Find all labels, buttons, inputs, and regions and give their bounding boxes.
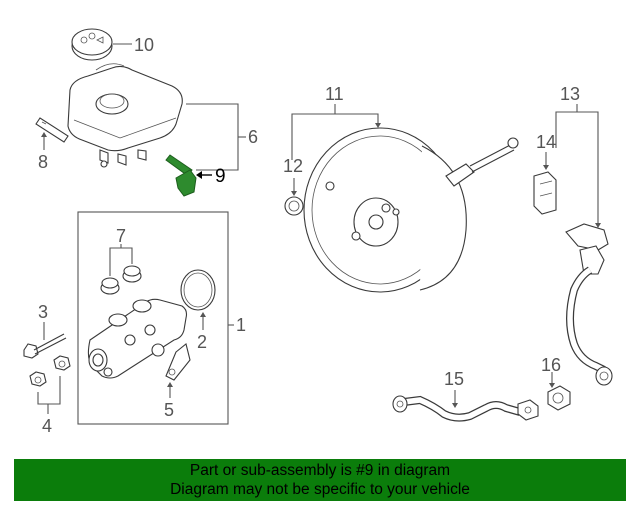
callout-8: 8 xyxy=(38,152,48,172)
leader-4 xyxy=(37,376,61,405)
brake-parts-diagram: 10 6 9 8 1 7 xyxy=(23,28,613,436)
callout-10: 10 xyxy=(134,35,154,55)
vacuum-hose-part xyxy=(565,223,613,386)
callout-5: 5 xyxy=(164,400,174,420)
info-banner: Part or sub-assembly is #9 in diagram Di… xyxy=(14,459,626,501)
leader-16-arrow xyxy=(549,383,555,388)
callout-16: 16 xyxy=(541,355,561,375)
callout-13: 13 xyxy=(560,84,580,104)
leader-5-arrow xyxy=(167,382,173,387)
pin-part xyxy=(35,117,69,143)
hose-part xyxy=(392,395,539,422)
callout-15: 15 xyxy=(444,369,464,389)
leader-2-arrow xyxy=(200,312,206,317)
callout-3: 3 xyxy=(38,302,48,322)
leader-13 xyxy=(555,111,599,224)
reservoir-cap-part xyxy=(71,28,113,61)
leader-12-arrow xyxy=(291,191,297,196)
connector-part xyxy=(547,385,571,411)
o-ring-part xyxy=(180,269,216,311)
callout-12: 12 xyxy=(283,156,303,176)
callout-6: 6 xyxy=(248,127,258,147)
sensor-bracket-part xyxy=(165,343,191,381)
leader-9-arrow xyxy=(196,171,202,179)
leader-8-arrow xyxy=(41,132,47,137)
reservoir-part xyxy=(67,63,183,168)
master-cylinder-part xyxy=(87,298,188,379)
hose-part-highlighted xyxy=(165,154,197,197)
leader-13-arrow xyxy=(595,223,601,228)
nut-part xyxy=(29,355,71,387)
leader-6 xyxy=(186,103,239,171)
plug-part xyxy=(100,265,142,295)
callout-2: 2 xyxy=(197,332,207,352)
leader-11-arrow xyxy=(375,123,381,128)
leader-15-arrow xyxy=(452,403,458,408)
banner-line-1: Part or sub-assembly is #9 in diagram xyxy=(189,462,451,479)
callout-1: 1 xyxy=(236,315,246,335)
check-valve-part xyxy=(533,171,557,215)
master-cylinder-group-box xyxy=(77,211,229,425)
banner-line-2: Diagram may not be specific to your vehi… xyxy=(170,481,470,498)
callout-7: 7 xyxy=(116,226,126,246)
callout-9: 9 xyxy=(215,166,226,187)
bolt-part xyxy=(23,333,67,359)
grommet-part xyxy=(284,196,304,216)
brake-booster-part xyxy=(303,127,519,293)
callout-14: 14 xyxy=(536,132,556,152)
callout-11: 11 xyxy=(325,84,344,104)
callout-4: 4 xyxy=(42,416,52,436)
leader-14-arrow xyxy=(543,165,549,170)
